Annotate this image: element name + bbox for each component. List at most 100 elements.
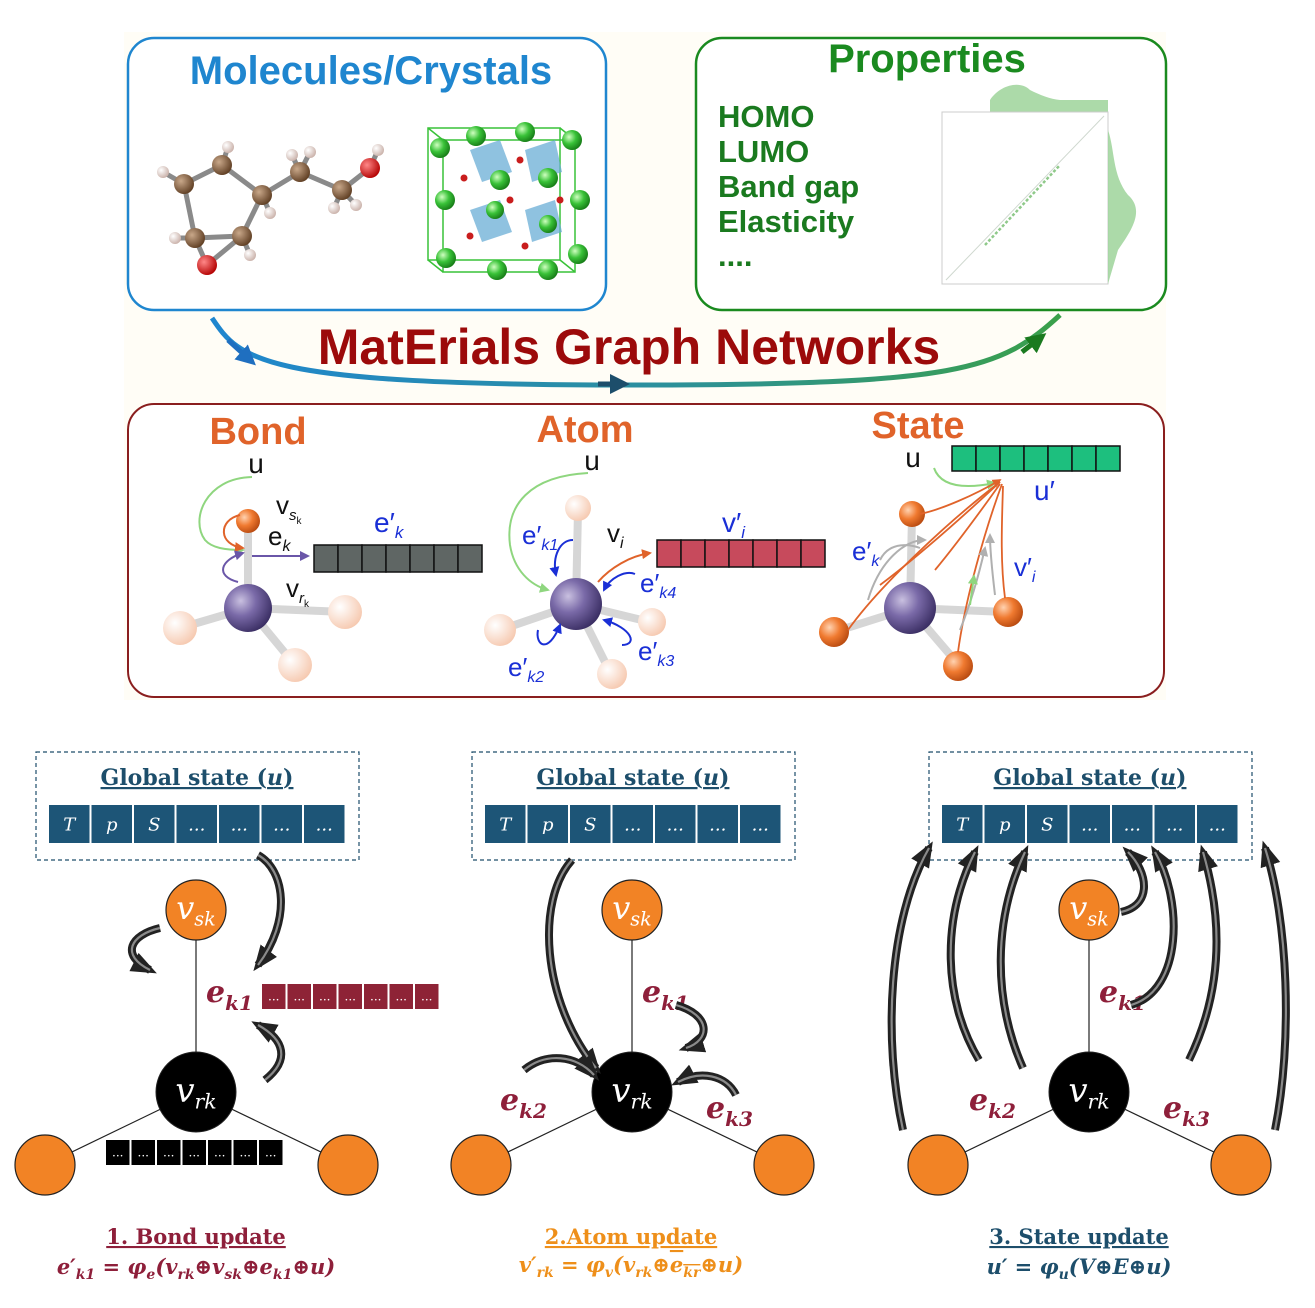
atom-vi-sub: i bbox=[620, 535, 624, 552]
global-state-cell-label: ... bbox=[1081, 814, 1098, 835]
global-state-cell bbox=[527, 805, 568, 843]
edge-vector-cell-label: ... bbox=[421, 990, 432, 1004]
edge-vector-cell-label: ... bbox=[370, 990, 381, 1004]
state-u-label: u bbox=[905, 442, 921, 473]
bond-update-formula: e′k1 = φe(vrk⊕vsk⊕ek1⊕u) bbox=[57, 1254, 335, 1283]
edge-ek3-label: ek3 bbox=[1163, 1091, 1210, 1131]
outer-node-right bbox=[1210, 1134, 1272, 1196]
global-state-cell-label: S bbox=[584, 814, 596, 835]
global-state-cell bbox=[1069, 805, 1110, 843]
global-state-cell bbox=[740, 805, 781, 843]
atom-e3-label: e′ bbox=[638, 636, 657, 666]
atom-vector-cell bbox=[752, 539, 778, 568]
captions: 1. Bond update e′k1 = φe(vrk⊕vsk⊕ek1⊕u) … bbox=[57, 1224, 1172, 1283]
edge-ek1-label: ek1 bbox=[206, 975, 253, 1015]
svg-text:e′k1: e′k1 bbox=[522, 520, 558, 554]
node-vector-cell-label: ... bbox=[163, 1146, 174, 1160]
atom-e3-sub: k3 bbox=[657, 653, 674, 670]
node-vector-cell bbox=[182, 1140, 206, 1165]
outer-node-left bbox=[14, 1134, 76, 1196]
node-vector-cell bbox=[157, 1140, 181, 1165]
network-title: MatErials Graph Networks bbox=[318, 319, 940, 375]
global-state-cell-label: S bbox=[148, 814, 160, 835]
node-vsk bbox=[1058, 879, 1120, 941]
state-vector-cell bbox=[975, 445, 1001, 472]
svg-text:ek: ek bbox=[268, 521, 291, 555]
global-state-cell-label: ... bbox=[709, 814, 726, 835]
svg-text:vsk: vsk bbox=[276, 490, 303, 527]
bond-out-label: e′ bbox=[374, 507, 395, 538]
global-state-cell-label: ... bbox=[752, 814, 769, 835]
state-vector-cell bbox=[999, 445, 1025, 472]
arrow-vsk-to-u bbox=[1119, 846, 1148, 916]
node-vsk-label: vsk bbox=[612, 889, 652, 930]
node-vsk-label: vsk bbox=[176, 889, 216, 930]
state-vector-cell bbox=[1071, 445, 1097, 472]
global-state-cell-label: ... bbox=[1209, 814, 1226, 835]
arrow-ek1-to-u bbox=[1129, 845, 1178, 1009]
global-state-cell bbox=[1027, 805, 1068, 843]
svg-text:u′: u′ bbox=[1034, 475, 1055, 506]
state-vi-sub: i bbox=[1032, 569, 1036, 586]
outer-node-right bbox=[317, 1134, 379, 1196]
global-state-cell bbox=[219, 805, 260, 843]
svg-text:e′k: e′k bbox=[374, 507, 405, 542]
bond-vs-label: v bbox=[276, 490, 289, 520]
svg-text:u′ = φu(V⊕E⊕u): u′ = φu(V⊕E⊕u) bbox=[987, 1254, 1172, 1283]
state-out-label: u′ bbox=[1034, 475, 1055, 506]
global-state-cell bbox=[984, 805, 1025, 843]
edge-vector-cell bbox=[338, 984, 362, 1009]
bond-vector-cell bbox=[337, 544, 363, 573]
state-ek-sub: k bbox=[871, 553, 880, 570]
atom-vi-label: v bbox=[607, 518, 620, 548]
edge-vector-cell-label: ... bbox=[396, 990, 407, 1004]
global-state-cell-label: T bbox=[63, 814, 77, 835]
node-vector-cell bbox=[208, 1140, 232, 1165]
atom-vector-cell bbox=[776, 539, 802, 568]
node-vrk bbox=[155, 1051, 237, 1133]
bond-vector-cell bbox=[385, 544, 411, 573]
global-state-cell-label: ... bbox=[188, 814, 205, 835]
atom-e4-sub: k4 bbox=[659, 585, 676, 602]
bond-u-label: u bbox=[248, 448, 264, 479]
global-state-cell-label: p bbox=[542, 814, 554, 835]
bond-vector-cell bbox=[457, 544, 483, 573]
global-state-cell bbox=[697, 805, 738, 843]
property-lumo: LUMO bbox=[718, 134, 809, 169]
atom-update-title: 2.Atom update bbox=[545, 1224, 717, 1249]
state-vector-cell bbox=[1095, 445, 1121, 472]
node-vector-cell bbox=[131, 1140, 155, 1165]
edge-ek1-label: ek1 bbox=[1099, 975, 1146, 1015]
molecule-illustration bbox=[157, 141, 384, 275]
svg-text:e′k1 = φe(vrk⊕vsk⊕ek1⊕u): e′k1 = φe(vrk⊕vsk⊕ek1⊕u) bbox=[57, 1254, 335, 1283]
bond-vr-sub: r bbox=[299, 590, 305, 607]
svg-text:e′k4: e′k4 bbox=[640, 568, 676, 602]
global-state-cell bbox=[1197, 805, 1238, 843]
atom-e2-label: e′ bbox=[508, 652, 527, 682]
node-vector-cell-label: ... bbox=[265, 1146, 276, 1160]
atom-u-label: u bbox=[584, 445, 600, 476]
bond-output-vector bbox=[313, 544, 483, 573]
global-state-cell-label: p bbox=[999, 814, 1011, 835]
molecules-box: Molecules/Crystals bbox=[126, 36, 608, 312]
node-vsk bbox=[601, 879, 663, 941]
edge-ek3-label: ek3 bbox=[706, 1091, 753, 1131]
atom-vector-cell bbox=[656, 539, 682, 568]
atom-output-vector bbox=[656, 539, 826, 568]
flow-arrows bbox=[209, 313, 1062, 394]
edge-vector-cell-label: ... bbox=[268, 990, 279, 1004]
svg-text:vrk: vrk bbox=[286, 573, 310, 610]
global-state-cell-label: T bbox=[499, 814, 513, 835]
node-vrk-label: vrk bbox=[175, 1071, 216, 1114]
edge-vector-cell bbox=[364, 984, 388, 1009]
atom-panel: Atom u e′k1 vi e′k4 e′k3 e′k2 v′i bbox=[484, 409, 826, 689]
edge-ek1-label: ek1 bbox=[642, 975, 689, 1015]
svg-text:v′rk = φv(vrk⊕ekr⊕u): v′rk = φv(vrk⊕ekr⊕u) bbox=[519, 1252, 743, 1281]
atom-e1-sub: k1 bbox=[541, 537, 558, 554]
node-vector-cell bbox=[106, 1140, 130, 1165]
global-state-cell-label: S bbox=[1041, 814, 1053, 835]
edge-vector-cell-label: ... bbox=[319, 990, 330, 1004]
properties-title: Properties bbox=[828, 37, 1026, 81]
property-homo: HOMO bbox=[718, 99, 814, 134]
